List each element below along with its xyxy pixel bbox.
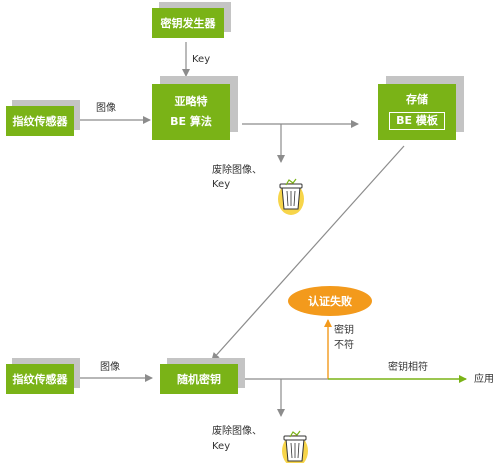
auth-fail-node: 认证失败 bbox=[288, 286, 372, 316]
discard-label-top-2: Key bbox=[212, 179, 231, 190]
application-label: 应用 bbox=[474, 374, 494, 385]
image-label-bottom: 图像 bbox=[100, 362, 120, 373]
key-match-label: 密钥相符 bbox=[388, 362, 428, 373]
algorithm-subtitle: BE 算法 bbox=[170, 115, 212, 128]
trash-can-icon bbox=[282, 430, 308, 463]
key-label: Key bbox=[192, 54, 211, 65]
storage-title: 存储 bbox=[406, 93, 428, 106]
fingerprint-sensor-top-label: 指纹传感器 bbox=[6, 106, 74, 136]
discard-label-bottom-2: Key bbox=[212, 441, 231, 452]
algorithm-face: 亚略特 BE 算法 bbox=[152, 84, 230, 140]
discard-label-top-1: 废除图像、 bbox=[212, 165, 262, 176]
arrow-storage-to-random-key bbox=[211, 145, 405, 361]
trash-can-icon bbox=[278, 178, 304, 215]
algorithm-title: 亚略特 bbox=[174, 95, 208, 108]
key-mismatch-label-1: 密钥 bbox=[334, 325, 354, 336]
be-template-label: BE 模板 bbox=[389, 112, 445, 130]
key-mismatch-label-2: 不符 bbox=[334, 340, 354, 351]
image-label-top: 图像 bbox=[96, 103, 116, 114]
random-key-label: 随机密钥 bbox=[160, 364, 238, 394]
fingerprint-sensor-bottom-label: 指纹传感器 bbox=[6, 364, 74, 394]
discard-label-bottom-1: 废除图像、 bbox=[212, 426, 262, 437]
storage-face: 存储 BE 模板 bbox=[378, 84, 456, 140]
key-generator-label: 密钥发生器 bbox=[152, 8, 224, 38]
